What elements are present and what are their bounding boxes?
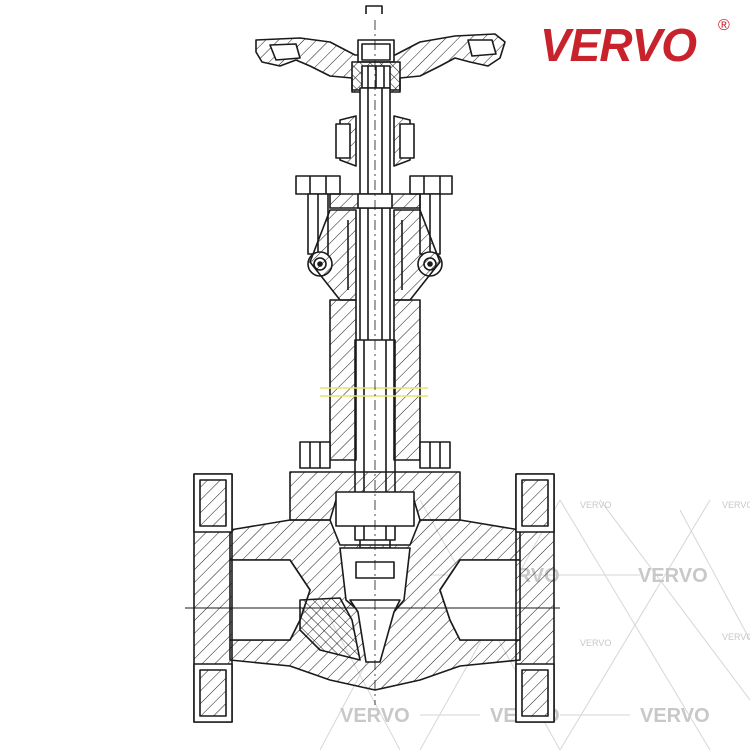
- watermark-text: VERVO: [580, 638, 611, 648]
- brand-logo: VERVO: [540, 19, 697, 71]
- flange-right: [515, 473, 555, 723]
- watermark-text: VERVO: [722, 632, 750, 642]
- watermark-text: VERVO: [638, 565, 708, 587]
- registered-mark-icon: ®: [718, 17, 730, 34]
- watermark-text: VERVO: [722, 500, 750, 510]
- stem-top-indicator: [365, 5, 383, 14]
- bonnet-bolt-right: [419, 441, 451, 469]
- bonnet-packing: [309, 209, 441, 301]
- yoke-nut: [335, 115, 415, 167]
- watermark-text: VERVO: [580, 500, 611, 510]
- watermark-text: VERVO: [340, 705, 410, 727]
- flange-left: [193, 473, 233, 723]
- handwheel: [255, 33, 506, 93]
- gate-valve-cross-section: [185, 5, 560, 723]
- bonnet-bolt-left: [299, 441, 331, 469]
- watermark-text: VERVO: [640, 705, 710, 727]
